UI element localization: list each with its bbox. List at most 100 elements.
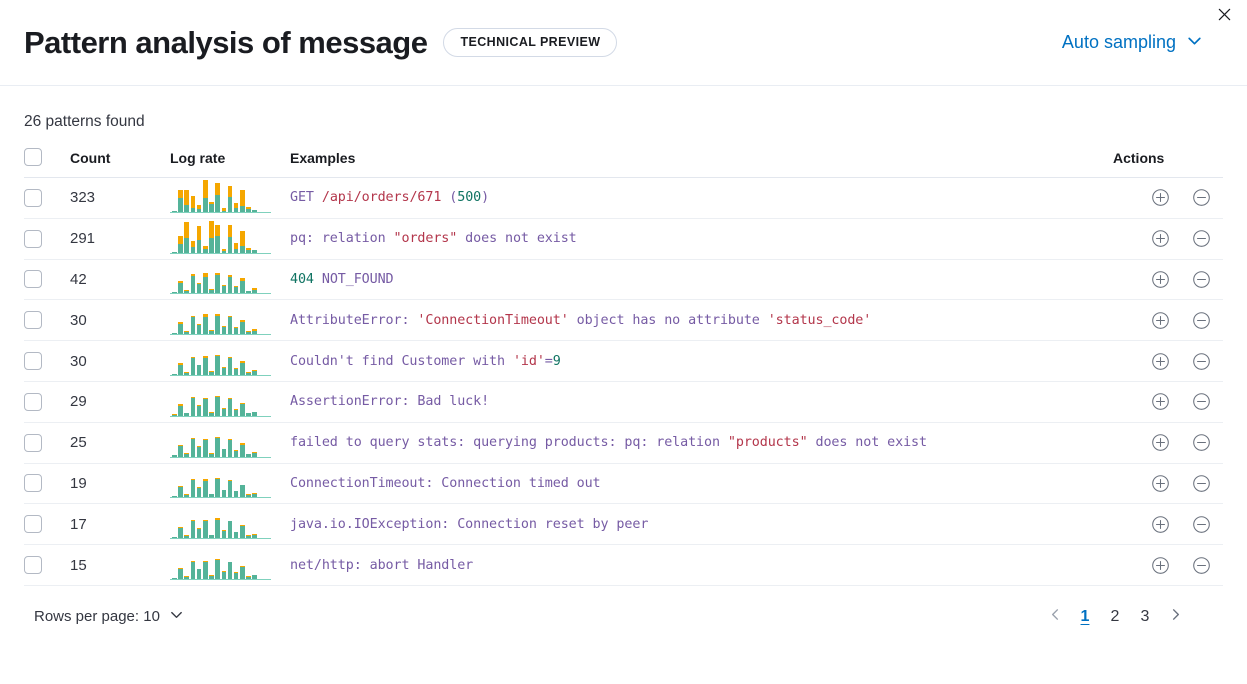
plus-circle-icon[interactable] bbox=[1151, 229, 1170, 248]
minus-circle-icon[interactable] bbox=[1192, 188, 1211, 207]
minus-circle-icon[interactable] bbox=[1192, 311, 1211, 330]
message-segment: 404 bbox=[290, 271, 314, 287]
plus-circle-icon[interactable] bbox=[1151, 474, 1170, 493]
sparkline-bar bbox=[172, 537, 177, 539]
message-segment: NOT_FOUND bbox=[313, 271, 394, 287]
message-segment: does not exist bbox=[807, 435, 927, 451]
sparkline-bar bbox=[215, 436, 220, 457]
pagination-page-2[interactable]: 2 bbox=[1110, 607, 1120, 625]
sparkline-bar bbox=[246, 247, 251, 253]
row-select-cell bbox=[24, 218, 70, 260]
sparkline-bar bbox=[246, 494, 251, 498]
sparkline-bar bbox=[252, 411, 258, 416]
plus-circle-icon[interactable] bbox=[1151, 311, 1170, 330]
sparkline-bar bbox=[215, 354, 220, 376]
sparkline-bar bbox=[240, 361, 245, 376]
sparkline-bar bbox=[190, 478, 196, 498]
count-cell: 15 bbox=[70, 544, 170, 586]
minus-circle-icon[interactable] bbox=[1192, 433, 1211, 452]
pagination-next-button[interactable] bbox=[1163, 604, 1187, 630]
table-row[interactable]: 17 java.io.IOException: Connection reset … bbox=[24, 503, 1223, 546]
row-checkbox[interactable] bbox=[24, 433, 42, 452]
sparkline-bar bbox=[215, 518, 220, 539]
plus-circle-icon[interactable] bbox=[1151, 556, 1170, 575]
sparkline-bar bbox=[227, 398, 233, 416]
count-cell: 25 bbox=[70, 422, 170, 464]
row-checkbox[interactable] bbox=[24, 515, 42, 534]
sparkline-bar bbox=[221, 207, 227, 212]
plus-circle-icon[interactable] bbox=[1151, 433, 1170, 452]
rows-per-page-button[interactable]: Rows per page: 10 bbox=[34, 607, 184, 626]
chevron-right-icon bbox=[1168, 607, 1183, 627]
row-actions bbox=[1113, 433, 1223, 452]
row-actions bbox=[1113, 474, 1223, 493]
plus-circle-icon[interactable] bbox=[1151, 352, 1170, 371]
sparkline-bar bbox=[246, 453, 251, 457]
minus-circle-icon[interactable] bbox=[1192, 352, 1211, 371]
row-actions bbox=[1113, 229, 1223, 248]
minus-circle-icon[interactable] bbox=[1192, 474, 1211, 493]
plus-circle-icon[interactable] bbox=[1151, 392, 1170, 411]
row-actions bbox=[1113, 311, 1223, 330]
row-checkbox[interactable] bbox=[24, 270, 42, 289]
log-rate-cell bbox=[170, 463, 290, 505]
sparkline-bar bbox=[252, 452, 258, 457]
sparkline-bar bbox=[178, 403, 183, 416]
minus-circle-icon[interactable] bbox=[1192, 556, 1211, 575]
message-segment: java.io.IOException: Connection reset by… bbox=[290, 516, 649, 532]
actions-cell bbox=[1113, 340, 1223, 382]
sparkline-bar bbox=[196, 323, 202, 335]
sparkline-bar bbox=[227, 315, 233, 335]
sparkline-bar bbox=[172, 210, 177, 212]
row-checkbox[interactable] bbox=[24, 352, 42, 371]
message-segment: Couldn't find Customer with bbox=[290, 353, 513, 369]
message-segment: 'status_code' bbox=[767, 312, 872, 328]
pagination-page-1[interactable]: 1 bbox=[1080, 607, 1090, 625]
auto-sampling-label: Auto sampling bbox=[1061, 32, 1176, 52]
row-checkbox[interactable] bbox=[24, 311, 42, 330]
sparkline-bar bbox=[246, 412, 251, 416]
minus-circle-icon[interactable] bbox=[1192, 392, 1211, 411]
plus-circle-icon[interactable] bbox=[1151, 270, 1170, 289]
row-checkbox[interactable] bbox=[24, 556, 42, 575]
pagination-prev-button[interactable] bbox=[1043, 604, 1067, 630]
minus-circle-icon[interactable] bbox=[1192, 229, 1211, 248]
log-rate-cell bbox=[170, 544, 290, 586]
count-cell: 17 bbox=[70, 503, 170, 546]
count-cell: 30 bbox=[70, 340, 170, 382]
title-group: Pattern analysis of message TECHNICAL PR… bbox=[24, 25, 618, 61]
minus-circle-icon[interactable] bbox=[1192, 270, 1211, 289]
row-checkbox[interactable] bbox=[24, 392, 42, 411]
row-checkbox[interactable] bbox=[24, 188, 42, 207]
sparkline-bar bbox=[221, 285, 227, 294]
auto-sampling-button[interactable]: Auto sampling bbox=[1056, 31, 1209, 55]
table-row[interactable]: 30 Couldn't find Customer with 'id'=9 bbox=[24, 340, 1223, 382]
table-header: Count Log rate Examples Actions bbox=[24, 148, 1223, 178]
row-checkbox[interactable] bbox=[24, 229, 42, 248]
message-segment: ConnectionTimeout: Connection timed out bbox=[290, 475, 601, 491]
count-header[interactable]: Count bbox=[70, 150, 111, 166]
examples-header[interactable]: Examples bbox=[290, 150, 356, 166]
sparkline-bar bbox=[196, 405, 202, 416]
plus-circle-icon[interactable] bbox=[1151, 188, 1170, 207]
sparkline-bar bbox=[178, 526, 183, 539]
sparkline-bar bbox=[246, 331, 251, 335]
sparkline-bar bbox=[227, 520, 233, 539]
select-all-checkbox[interactable] bbox=[24, 148, 42, 166]
log-rate-header[interactable]: Log rate bbox=[170, 150, 226, 166]
plus-circle-icon[interactable] bbox=[1151, 515, 1170, 534]
minus-circle-icon[interactable] bbox=[1192, 515, 1211, 534]
example-message: Couldn't find Customer with 'id'=9 bbox=[290, 354, 1113, 369]
close-button[interactable] bbox=[1211, 4, 1237, 30]
sparkline-bar bbox=[184, 494, 189, 498]
row-checkbox[interactable] bbox=[24, 474, 42, 493]
pagination-page-3[interactable]: 3 bbox=[1140, 607, 1150, 625]
